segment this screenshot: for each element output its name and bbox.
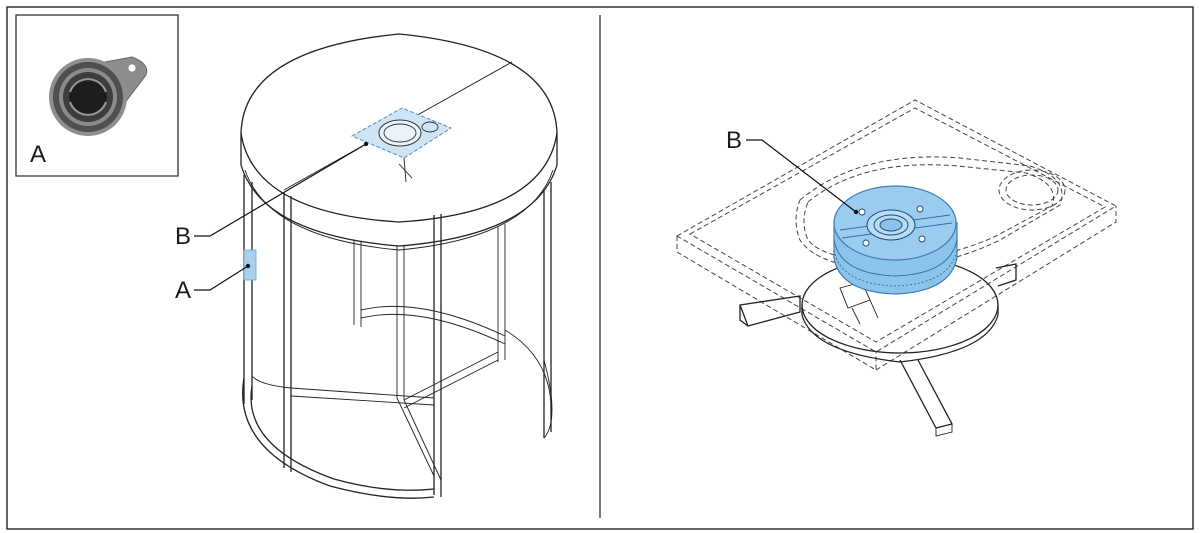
inset-detail-a: A (15, 14, 179, 177)
outer-frame (6, 6, 1194, 530)
sensor-icon (49, 56, 148, 136)
drive-hub-highlight (833, 185, 958, 295)
callout-b-left-label: B (175, 223, 191, 250)
inset-label: A (30, 141, 46, 168)
callout-a-left-label: A (175, 277, 191, 304)
revolving-door-drawing (240, 33, 558, 499)
control-unit-highlight (350, 107, 453, 183)
drive-assembly-drawing (675, 99, 1118, 437)
callout-b-right: B (726, 127, 859, 215)
callout-b-right-label: B (726, 127, 742, 154)
callout-b-left: B (175, 141, 369, 250)
sensor-highlight (243, 249, 257, 281)
callout-a-left: A (175, 263, 251, 304)
